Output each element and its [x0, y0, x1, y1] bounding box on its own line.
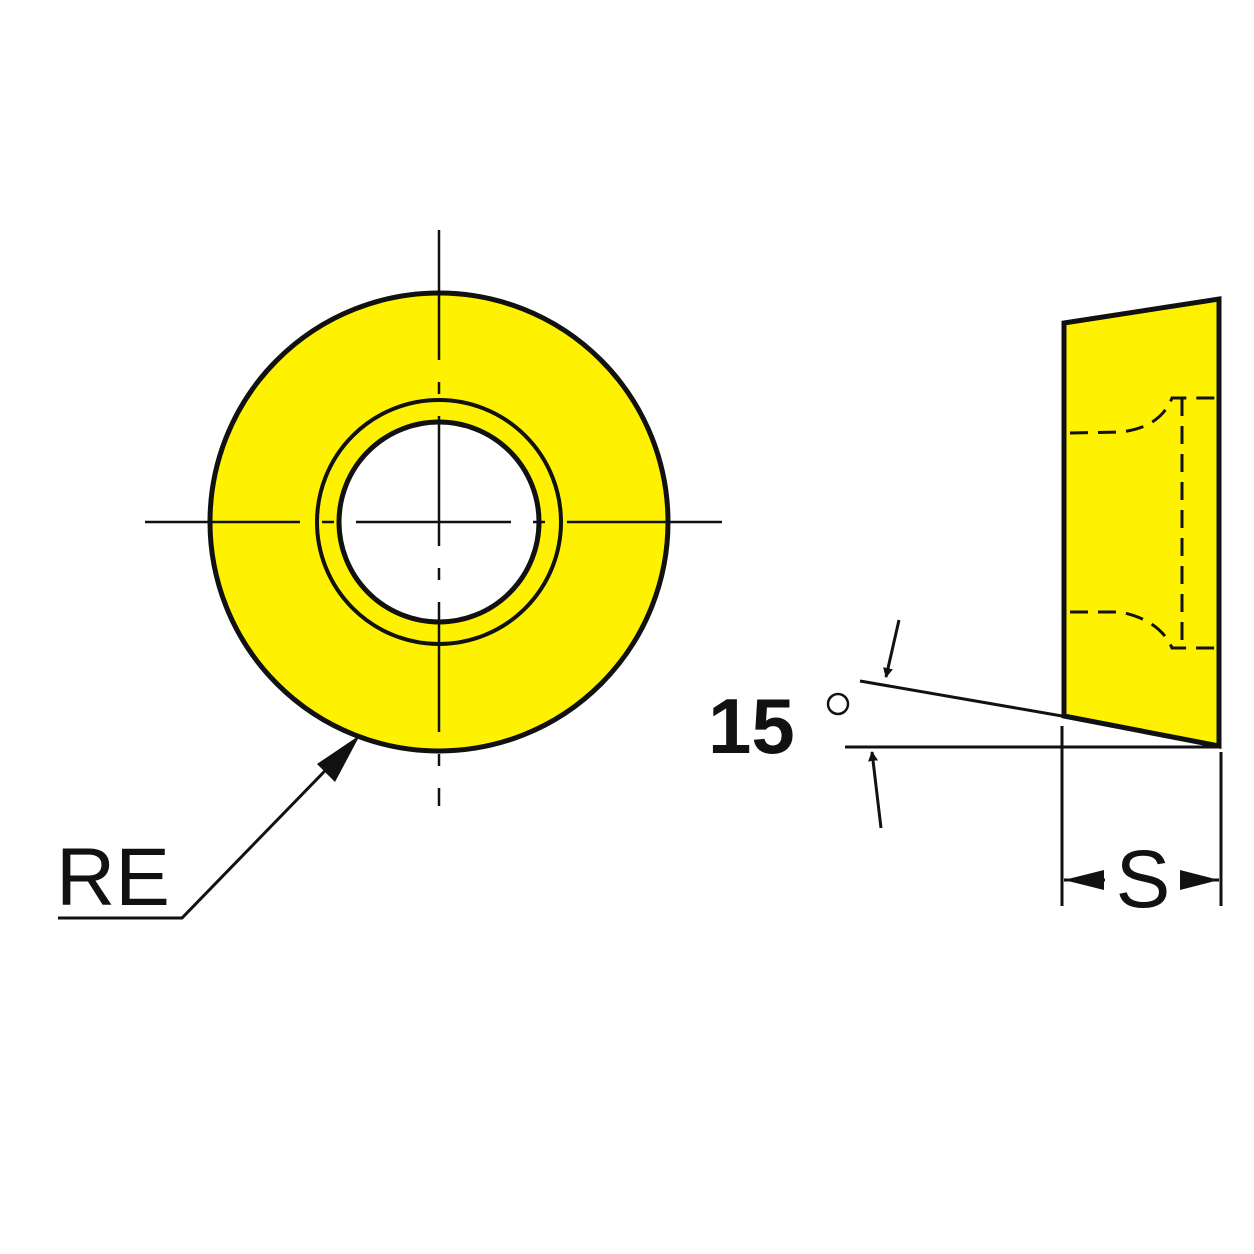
angle-arrow-bottom: [868, 751, 883, 829]
radius-leader: [58, 735, 360, 920]
front-view: RE: [56, 230, 724, 923]
angle-value-label: 15: [708, 682, 795, 770]
clearance-angle-line: [859, 679, 1063, 718]
center-lines: [145, 230, 724, 806]
radius-leader-arrowhead: [317, 735, 360, 782]
side-view: 15 S: [708, 296, 1223, 925]
insert-side-profile: [1061, 296, 1222, 750]
radius-label: RE: [56, 832, 170, 923]
dimension-arrow-right: [1180, 870, 1219, 890]
dimension-arrow-left: [1064, 870, 1104, 890]
thickness-dimension: S: [1060, 726, 1223, 925]
hidden-hole-contour: [1069, 396, 1219, 650]
thickness-label: S: [1116, 834, 1171, 925]
angle-arrow-top: [883, 619, 901, 678]
degree-symbol: [826, 692, 850, 716]
angle-arrows: [868, 619, 901, 829]
